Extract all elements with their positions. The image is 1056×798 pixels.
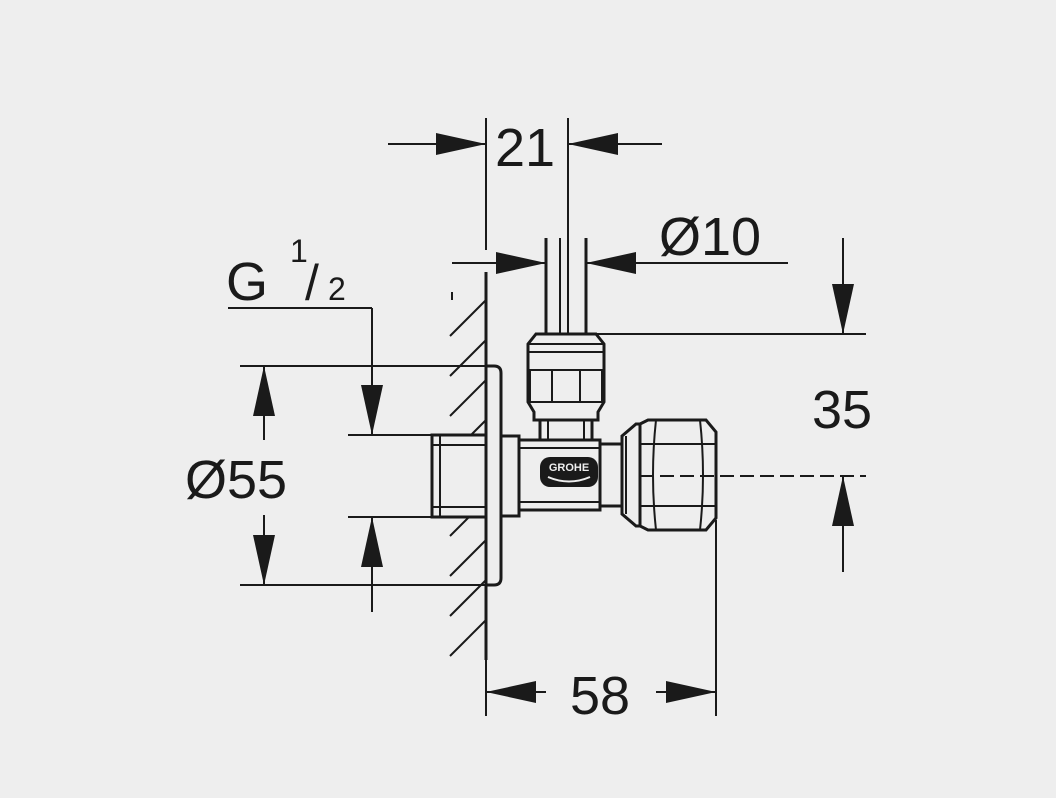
thread-denominator: 2 [328,271,346,307]
top-width-label: 21 [495,118,555,178]
dim-top-width: 21 [388,118,662,334]
thread-numerator: 1 [290,233,308,269]
height-label: 35 [812,380,872,440]
rosette [484,364,503,587]
dim-rosette-diameter: Ø55 [185,365,486,586]
depth-label: 58 [570,666,630,726]
dim-pipe-diameter: Ø10 [452,207,788,274]
side-nut [598,418,718,532]
outlet-pipe [544,238,588,334]
thread-callout: G 1 / 2 [226,233,432,612]
thread-letter: G [226,252,268,312]
rosette-diameter-label: Ø55 [185,450,287,510]
valve-body: GROHE [517,438,602,512]
logo-text: GROHE [549,462,589,474]
top-nut [526,332,606,442]
pipe-diameter-label: Ø10 [659,207,761,267]
thread-slash: / [305,255,319,311]
valve-neck [499,434,521,518]
thread-stub [430,433,488,519]
dim-depth: 58 [485,520,717,726]
dim-height: 35 [590,238,872,572]
